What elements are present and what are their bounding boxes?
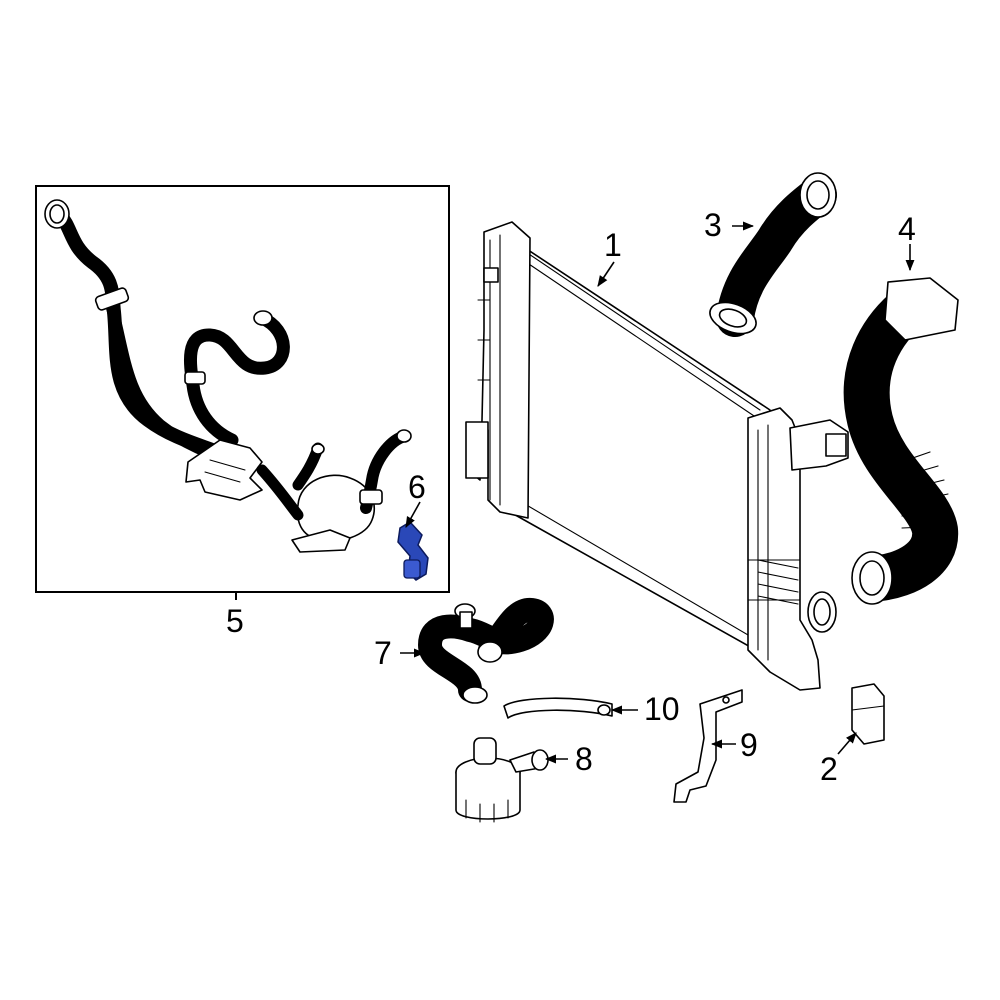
inset-box-5 (35, 185, 450, 600)
callout-10: 10 (644, 691, 680, 727)
callout-2: 2 (820, 751, 838, 787)
callout-5: 5 (226, 603, 244, 639)
callout-1: 1 (604, 227, 622, 263)
bracket-9[interactable] (673, 689, 743, 803)
intake-duct-4[interactable] (843, 277, 959, 605)
callout-3: 3 (704, 207, 722, 243)
hose-3[interactable] (706, 172, 837, 339)
radiator-1[interactable] (465, 221, 849, 691)
pump-8[interactable] (455, 737, 549, 823)
hose-assembly-5[interactable] (44, 199, 412, 553)
callout-6: 6 (408, 469, 426, 505)
clamp-10[interactable] (503, 697, 613, 719)
leader-lines (400, 221, 915, 764)
sensor-6[interactable] (397, 521, 429, 581)
callout-9: 9 (740, 727, 758, 763)
hose-7[interactable] (418, 598, 554, 704)
sensor-2[interactable] (851, 683, 885, 745)
callout-7: 7 (374, 635, 392, 671)
callout-numbers: 1 2 3 4 5 6 7 8 9 10 (226, 207, 916, 787)
callout-8: 8 (575, 741, 593, 777)
callout-4: 4 (898, 211, 916, 247)
